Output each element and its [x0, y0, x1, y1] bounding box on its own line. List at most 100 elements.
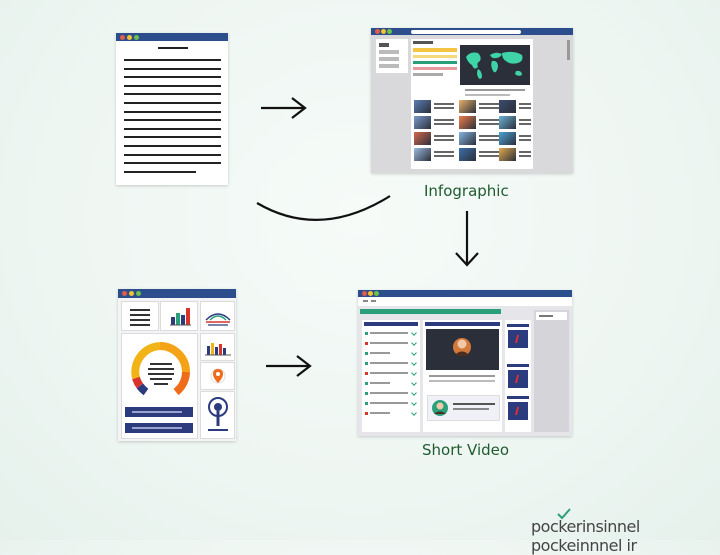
card-line [130, 314, 150, 316]
thumbnail-caption-line [519, 103, 531, 105]
thumbnail-caption-line [434, 135, 454, 137]
list-row-check-icon [411, 340, 417, 346]
infographic-scrollbar [567, 40, 570, 60]
media-thumbnail [459, 148, 476, 161]
list-row-bullet [365, 342, 368, 345]
list-row-line [370, 372, 408, 374]
location-pin-card [200, 362, 235, 390]
video-menu-bar [358, 297, 572, 306]
dashboard-window [118, 289, 236, 441]
player-header [425, 322, 500, 326]
related-video-mark [514, 335, 524, 343]
media-thumbnail [414, 116, 431, 129]
document-text-line [124, 110, 221, 113]
list-row-check-icon [411, 390, 417, 396]
document-text-line [124, 145, 221, 147]
thumbnail-caption-line [519, 139, 531, 141]
thumbnail-caption-line [479, 123, 499, 125]
media-thumbnail [414, 132, 431, 145]
list-row-line [370, 332, 408, 334]
thumbnail-caption-line [519, 119, 531, 121]
presenter-text-line [453, 403, 495, 405]
close-dot-icon [362, 291, 367, 296]
document-titlebar [116, 33, 228, 41]
caption-infographic: Infographic [424, 182, 509, 200]
media-thumbnail [499, 148, 516, 161]
thumbnail-caption-line [519, 155, 531, 157]
media-thumbnail [499, 132, 516, 145]
related-header [507, 324, 529, 327]
thumbnail-caption-line [434, 103, 454, 105]
presenter-avatar [432, 400, 448, 416]
podcast-mic-icon [208, 397, 228, 431]
minimize-dot-icon [127, 34, 132, 40]
document-text-line [124, 127, 221, 130]
caption-line [429, 380, 495, 382]
close-dot-icon [120, 34, 125, 40]
text-document-window [116, 33, 228, 185]
document-heading-line [158, 47, 188, 49]
thumbnail-caption-line [479, 155, 499, 157]
caption-short-video: Short Video [422, 441, 510, 459]
card-line [130, 309, 150, 311]
maximize-dot-icon [136, 291, 141, 296]
related-header [507, 364, 529, 367]
related-video-mark [514, 407, 524, 415]
document-text-line [124, 102, 221, 104]
infographic-window [371, 28, 573, 173]
thumbnail-caption-line [434, 107, 454, 109]
menu-item [371, 300, 376, 302]
city-chart-card [200, 333, 235, 361]
list-row-line [370, 412, 390, 414]
media-thumbnail [499, 116, 516, 129]
maximize-dot-icon [374, 291, 379, 296]
network-card [200, 301, 235, 331]
card-line [130, 324, 150, 326]
maximize-dot-icon [387, 29, 392, 34]
list-row-check-icon [411, 330, 417, 336]
list-row-bullet [365, 332, 368, 335]
highlight-bar-grey [413, 73, 443, 76]
infographic-sidebar [376, 39, 408, 73]
location-pin-icon [210, 368, 226, 384]
watermark-text: pockerinsinnel pockeinnnel ir [531, 517, 640, 555]
list-header [364, 322, 418, 326]
sidebar-row [379, 43, 389, 47]
text-card [121, 301, 159, 331]
video-player-icon [426, 329, 499, 370]
document-text-line [124, 76, 221, 79]
close-dot-icon [122, 291, 127, 296]
video-teal-toolbar [360, 309, 501, 314]
video-titlebar [358, 290, 572, 297]
city-chart-icon [205, 343, 231, 356]
thumbnail-caption-line [434, 119, 454, 121]
bar-text-line [132, 427, 182, 429]
world-map-icon [460, 45, 530, 85]
media-thumbnail [459, 100, 476, 113]
document-text-line [124, 67, 221, 70]
thumbnail-caption-line [479, 135, 499, 137]
map-caption-line [465, 94, 510, 96]
address-bar [411, 29, 521, 34]
list-row-check-icon [411, 370, 417, 376]
related-video-thumbnail [508, 402, 528, 420]
sidebar-row [379, 57, 399, 61]
media-thumbnail [414, 148, 431, 161]
list-row-check-icon [411, 380, 417, 386]
thumbnail-caption-line [519, 107, 531, 109]
thumbnail-caption-line [434, 139, 454, 141]
thumbnail-caption-line [479, 151, 499, 153]
related-video-mark [514, 375, 524, 383]
network-icon [205, 313, 231, 326]
minimize-dot-icon [368, 291, 373, 296]
map-caption-line [465, 89, 525, 91]
thumbnail-caption-line [519, 135, 531, 137]
highlight-bar-yellow [413, 48, 457, 52]
list-row-check-icon [411, 410, 417, 416]
document-text-line [124, 84, 221, 87]
infographic-page [411, 39, 533, 169]
video-right-sidebar [534, 310, 569, 432]
list-row-bullet [365, 412, 368, 415]
podcast-card [200, 391, 235, 439]
thumbnail-caption-line [519, 123, 531, 125]
